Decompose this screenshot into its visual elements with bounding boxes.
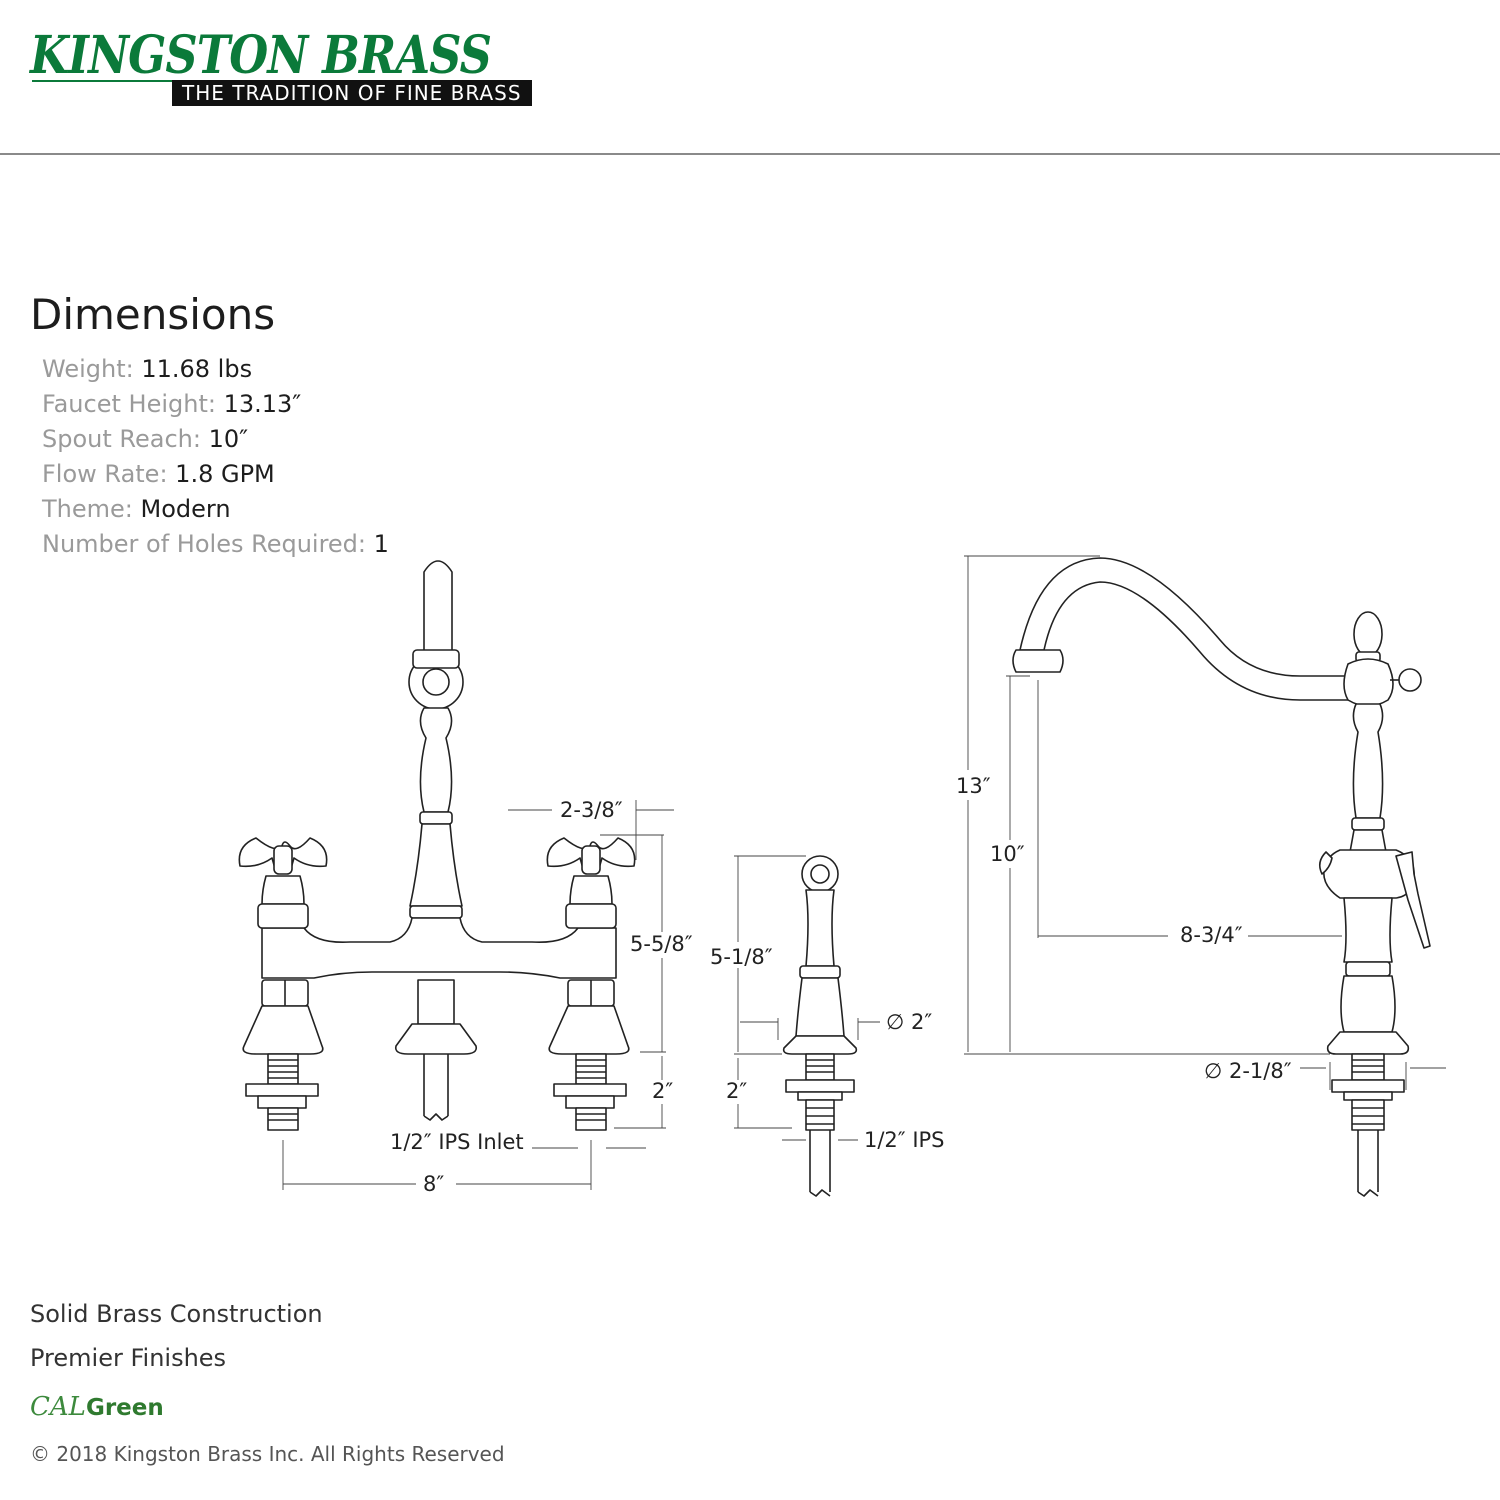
dimension-lines	[282, 555, 1446, 1190]
feature-premier-finishes: Premier Finishes	[30, 1344, 227, 1372]
calgreen-logo: CALGreen	[30, 1392, 164, 1422]
dim-sprayer-diameter: ∅ 2″	[886, 1010, 932, 1034]
brand-tagline: THE TRADITION OF FINE BRASS	[172, 80, 532, 106]
spec-spout-reach: Spout Reach: 10″	[42, 422, 389, 457]
spec-value: 1.8 GPM	[175, 460, 275, 488]
spec-value: Modern	[140, 495, 231, 523]
spec-value: 10″	[208, 425, 249, 453]
dim-spout-height: 10″	[990, 842, 1025, 866]
brand-logo: KINGSTON BRASS THE TRADITION OF FINE BRA…	[30, 25, 566, 106]
spec-weight: Weight: 11.68 lbs	[42, 352, 389, 387]
spec-value: 13.13″	[223, 390, 302, 418]
dim-sprayer-height: 5-1/8″	[710, 945, 773, 969]
spec-label: Number of Holes Required:	[42, 530, 366, 558]
dimensions-title: Dimensions	[30, 290, 276, 339]
header-divider	[0, 153, 1500, 155]
dim-handle-height: 5-5/8″	[630, 932, 693, 956]
copyright: © 2018 Kingston Brass Inc. All Rights Re…	[30, 1442, 505, 1466]
spec-label: Spout Reach:	[42, 425, 201, 453]
dim-centers: 8″	[423, 1172, 444, 1196]
spec-value: 11.68 lbs	[141, 355, 253, 383]
spec-holes-required: Number of Holes Required: 1	[42, 527, 389, 562]
bridge-faucet-front	[238, 560, 636, 1131]
spec-value: 1	[373, 530, 389, 558]
dim-total-height: 13″	[956, 774, 991, 798]
spec-label: Flow Rate:	[42, 460, 168, 488]
brand-underline	[32, 80, 180, 82]
spec-faucet-height: Faucet Height: 13.13″	[42, 387, 389, 422]
dim-left-shank: 2″	[652, 1079, 673, 1103]
dim-handle-spacing: 2-3/8″	[560, 798, 623, 822]
faucet-side-view	[1012, 557, 1431, 1197]
spec-label: Weight:	[42, 355, 134, 383]
calgreen-cal: CAL	[30, 1392, 86, 1422]
spec-label: Faucet Height:	[42, 390, 216, 418]
spec-theme: Theme: Modern	[42, 492, 389, 527]
spec-list: Weight: 11.68 lbs Faucet Height: 13.13″ …	[42, 352, 389, 562]
dim-inlet: 1/2″ IPS Inlet	[390, 1130, 524, 1154]
spec-flow-rate: Flow Rate: 1.8 GPM	[42, 457, 389, 492]
dim-spout-reach: 8-3/4″	[1180, 923, 1243, 947]
side-sprayer	[782, 855, 858, 1197]
brand-name: KINGSTON BRASS	[30, 25, 492, 86]
dim-sprayer-ips: 1/2″ IPS	[864, 1128, 945, 1152]
calgreen-green: Green	[85, 1395, 164, 1421]
feature-solid-brass: Solid Brass Construction	[30, 1300, 323, 1328]
dim-sprayer-shank: 2″	[726, 1079, 747, 1103]
spec-label: Theme:	[42, 495, 133, 523]
dim-base-diameter: ∅ 2-1/8″	[1204, 1059, 1292, 1083]
